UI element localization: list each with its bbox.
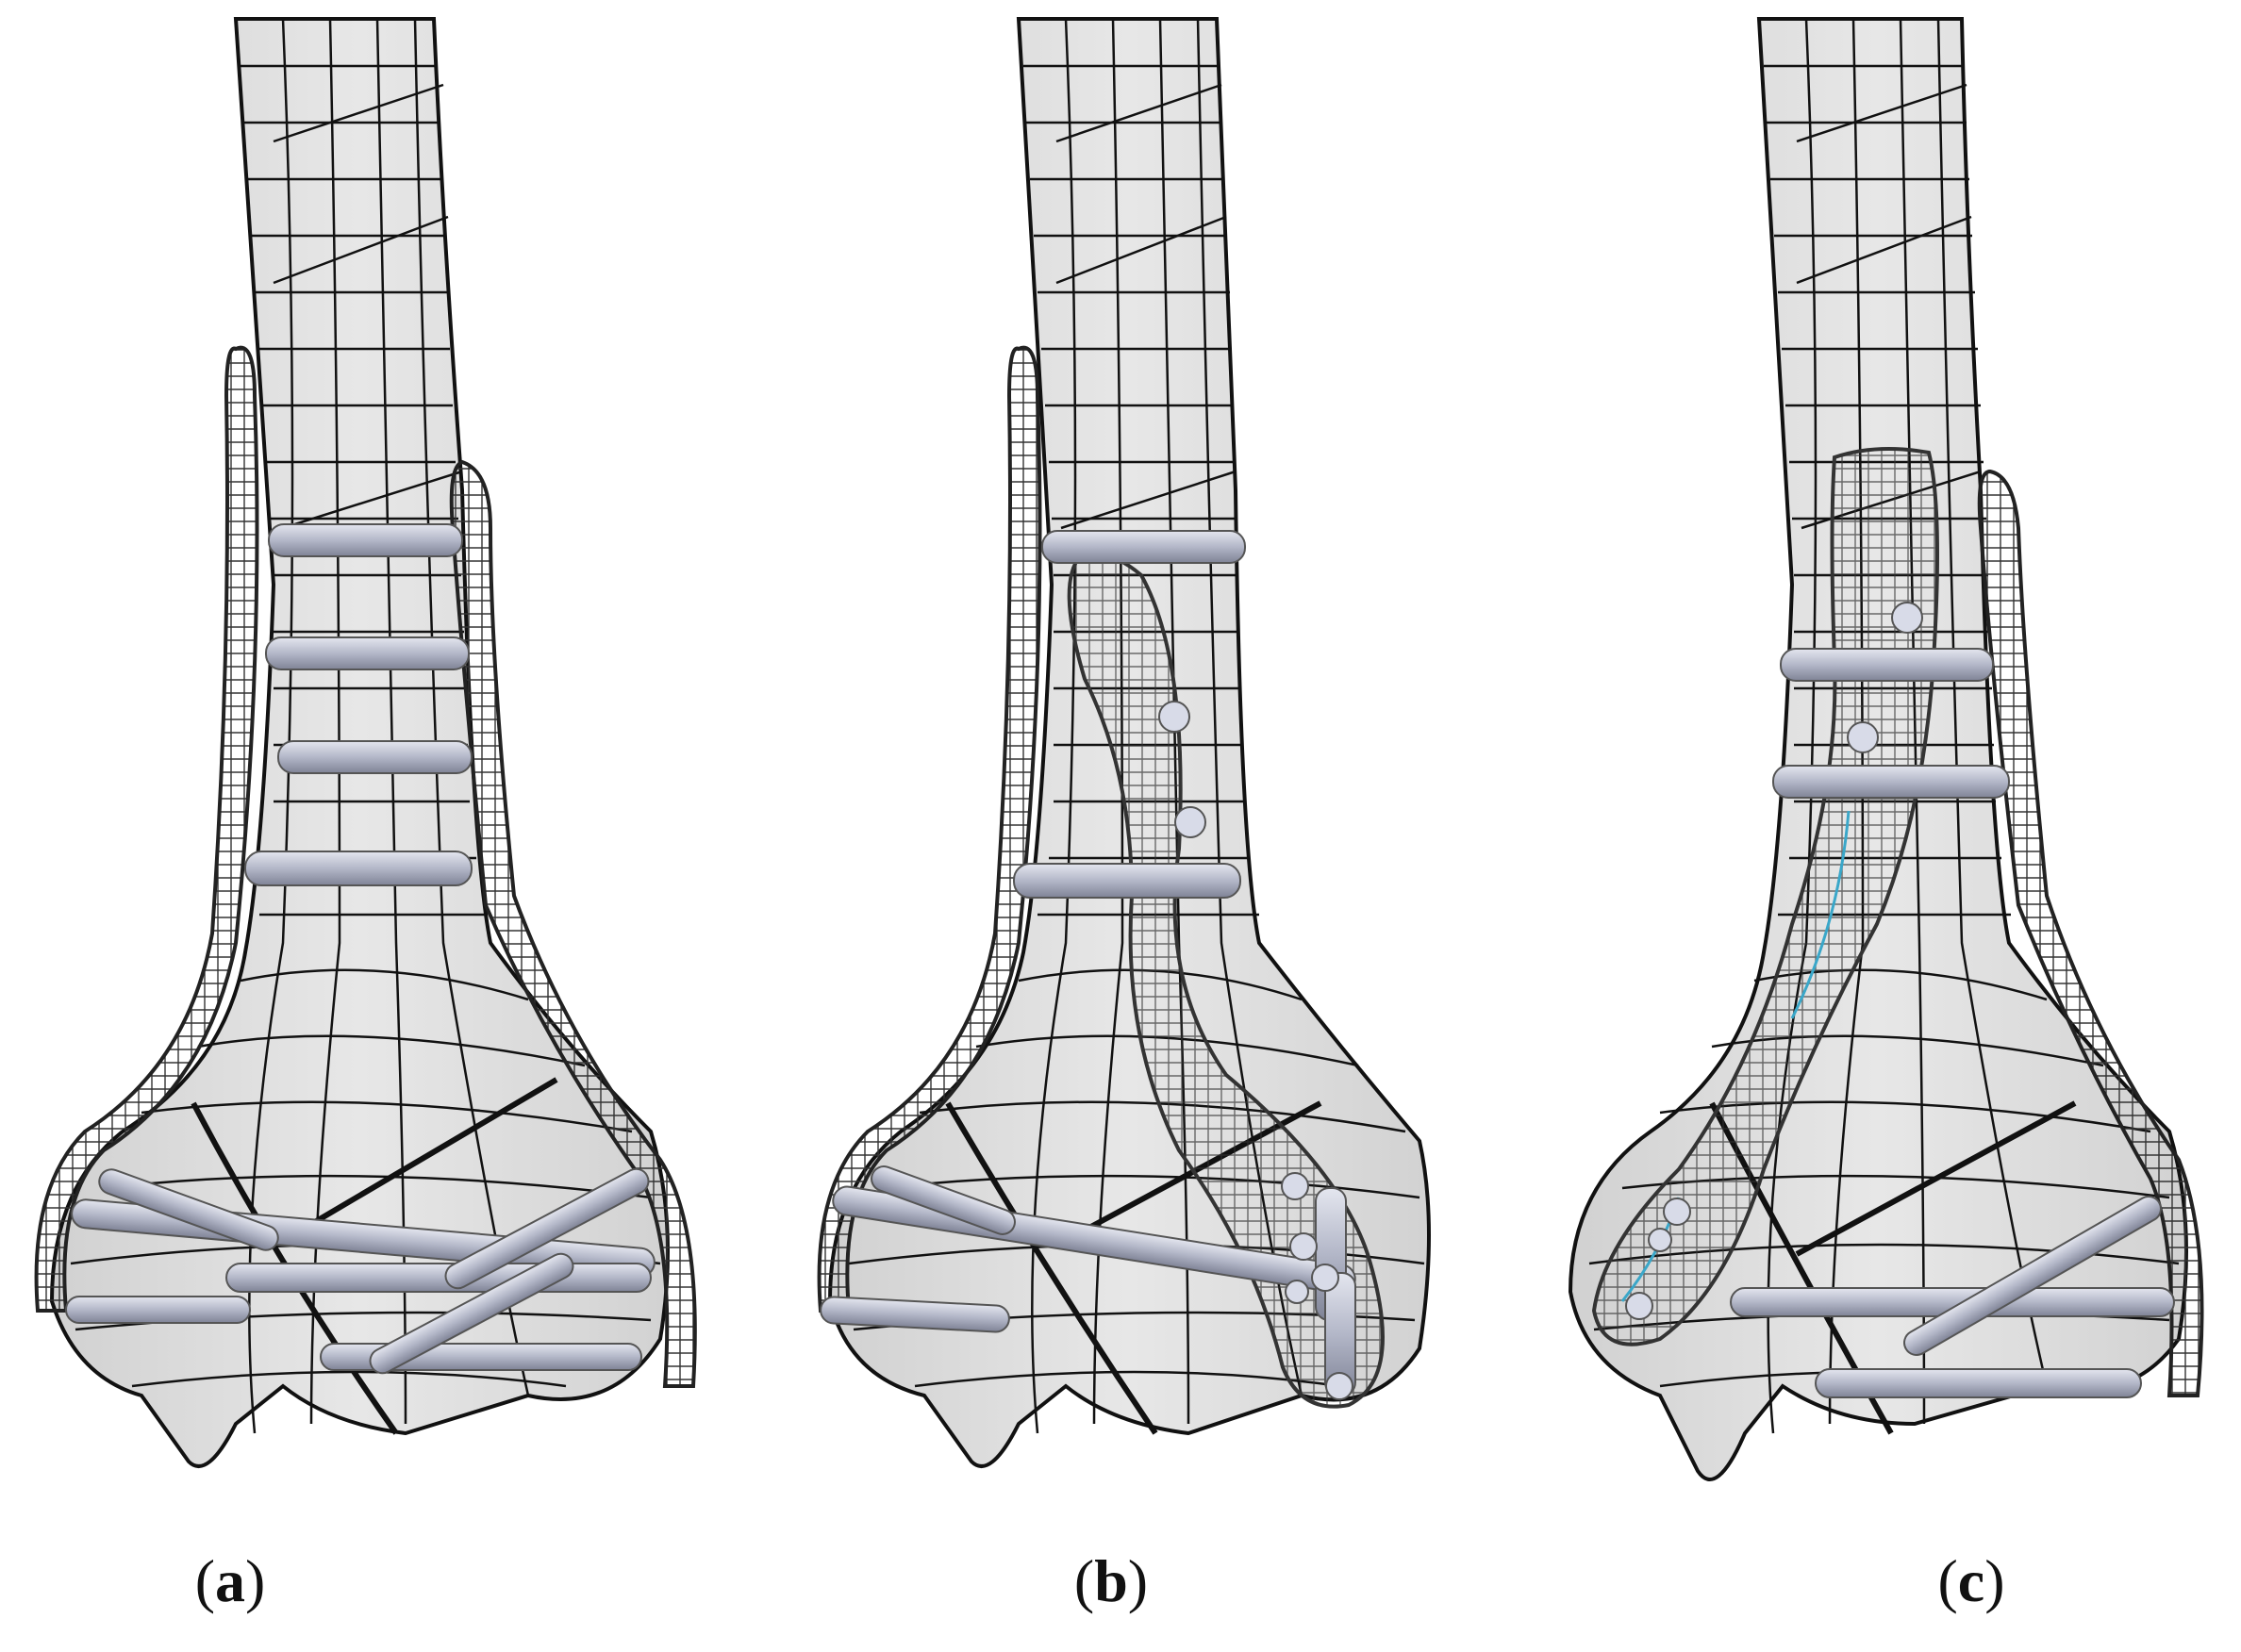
screw-head (1174, 806, 1206, 838)
panel-c (1568, 17, 2204, 1481)
screw-head (1325, 1372, 1353, 1400)
caption-letter: b (1094, 1547, 1128, 1614)
screw (98, 1168, 279, 1251)
screw (871, 1165, 1016, 1235)
screw-group (65, 523, 656, 1375)
screw (1780, 648, 1994, 682)
screw-head (1158, 701, 1190, 733)
screw (369, 1252, 574, 1375)
screw (1903, 1196, 2162, 1356)
screw (820, 1296, 1010, 1333)
plate-accent (1790, 810, 1851, 1019)
plate-lateral (449, 459, 697, 1388)
caption-a: (a) (194, 1547, 266, 1614)
screw (1815, 1368, 2142, 1398)
screw (65, 1296, 251, 1324)
screw (1013, 863, 1241, 899)
panel-b (817, 17, 1431, 1468)
screw-group (1625, 602, 2175, 1398)
fracture-line (945, 1101, 1158, 1435)
screw (244, 851, 473, 886)
screw-head (1648, 1228, 1672, 1252)
caption-b: (b) (1073, 1547, 1149, 1614)
screw (265, 636, 470, 670)
plate-lateral (1977, 469, 2204, 1397)
screw-head (1281, 1172, 1309, 1200)
fracture-line (1795, 1100, 2077, 1257)
screw (225, 1263, 652, 1293)
screw-head (1663, 1198, 1691, 1226)
screw-head (1311, 1264, 1339, 1292)
screw-head (1891, 602, 1923, 634)
screw-group (820, 530, 1356, 1400)
screw (268, 523, 463, 557)
screw-head (1285, 1280, 1309, 1304)
screw (277, 740, 473, 774)
screw (444, 1167, 650, 1290)
caption-letter: c (1957, 1547, 1985, 1614)
caption-letter: a (215, 1547, 245, 1614)
screw (1772, 765, 2010, 799)
screw (320, 1343, 642, 1371)
screw-head (1289, 1232, 1318, 1261)
panel-a (34, 17, 697, 1468)
screw (1041, 530, 1246, 564)
fracture-line (290, 1077, 558, 1238)
caption-c: (c) (1937, 1547, 2005, 1614)
screw-head (1847, 721, 1879, 753)
screw-head (1625, 1292, 1653, 1320)
